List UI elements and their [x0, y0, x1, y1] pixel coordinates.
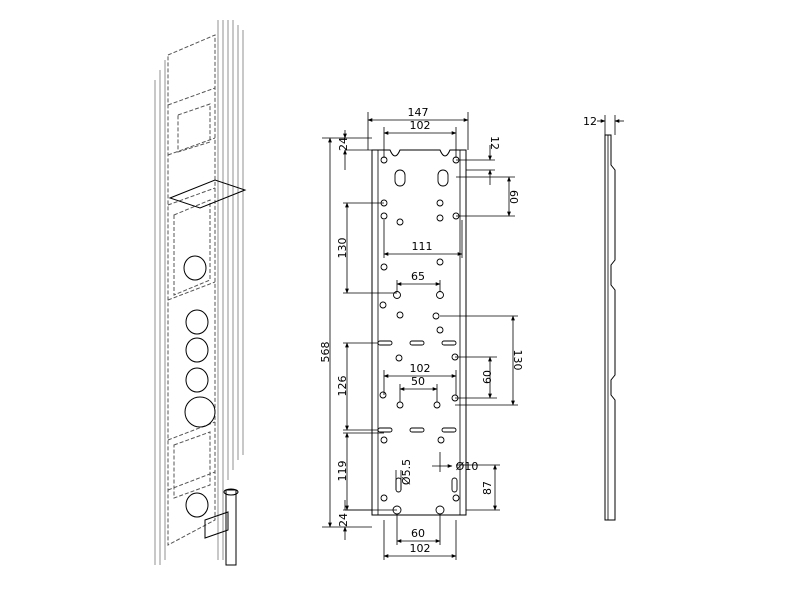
dim-bottom-block-height: 119 — [336, 461, 349, 482]
dim-total-height: 568 — [319, 342, 332, 363]
mounting-plate-side-view: 12 — [583, 115, 624, 521]
dim-bottom-small-span: 60 — [411, 527, 425, 540]
dim-top-offset-right: 12 — [488, 136, 501, 150]
dim-bottom-offset-left: 24 — [337, 513, 350, 527]
dim-lower-block-height: 126 — [336, 376, 349, 397]
dim-mid-right-block: 130 — [511, 350, 524, 371]
handheld-holder-rail — [204, 488, 239, 566]
shelf — [168, 179, 247, 209]
dim-upper-block-height: 130 — [336, 238, 349, 259]
dim-upper-small-span: 65 — [411, 270, 425, 283]
thermostat-knobs — [183, 255, 216, 518]
dimension-lines — [322, 112, 518, 560]
dim-plate-width: 147 — [408, 106, 429, 119]
dim-bottom-right-height: 87 — [481, 481, 494, 495]
dim-large-hole-dia: Ø10 — [456, 460, 479, 473]
dim-mid-right-spacing: 60 — [481, 370, 494, 384]
mounting-plate-front-view: 147 102 12 24 60 130 111 65 568 126 60 1… — [319, 106, 524, 560]
mounting-holes — [379, 156, 460, 515]
panel-dashed-outline — [167, 34, 216, 546]
dim-top-hole-span: 102 — [410, 119, 431, 132]
side-profile — [604, 134, 616, 521]
wall-hatching — [154, 20, 244, 565]
dim-side-thickness: 12 — [583, 115, 597, 128]
dim-mid-span: 102 — [410, 362, 431, 375]
slots — [377, 169, 458, 493]
dim-upper-inner-span: 111 — [412, 240, 433, 253]
dim-top-offset-left: 24 — [337, 137, 350, 151]
plate-outline — [371, 149, 467, 516]
installation-perspective-view — [154, 20, 247, 566]
dim-right-spacing-upper: 60 — [507, 190, 520, 204]
dim-bottom-span: 102 — [410, 542, 431, 555]
dim-mid-small-span: 50 — [411, 375, 425, 388]
dim-small-hole-dia: Ø5.5 — [400, 459, 413, 485]
